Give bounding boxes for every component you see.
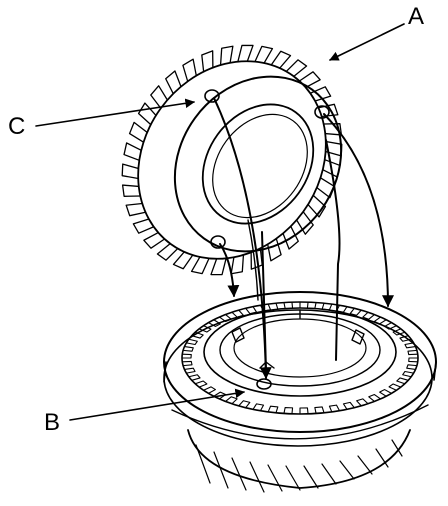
lower-inner-ring-3 — [233, 318, 367, 378]
gear-tooth — [150, 85, 169, 109]
ring-tooth — [299, 407, 309, 415]
ring-tooth — [188, 374, 201, 381]
ring-tooth — [283, 406, 294, 415]
lower-inner-ring-2 — [219, 313, 381, 387]
gear-tooth — [190, 256, 210, 275]
gear-tooth — [132, 218, 155, 234]
gear-tooth — [250, 247, 263, 270]
callout-b-label: B — [44, 409, 60, 436]
ring-tooth — [182, 346, 194, 352]
ring-tooth — [181, 353, 192, 359]
gear-tooth — [156, 243, 179, 261]
ring-tooth — [194, 380, 208, 388]
upper-cone-bore — [201, 103, 315, 225]
gear-tooth — [210, 257, 227, 276]
gear-tooth — [121, 163, 140, 180]
gear-tooth — [230, 254, 245, 275]
ring-tooth — [191, 331, 204, 339]
callout-c-label: C — [8, 113, 25, 140]
lug-bottom — [210, 235, 226, 249]
gear-tooth — [285, 59, 308, 77]
ring-tooth — [392, 328, 406, 336]
gear-tooth — [295, 211, 314, 235]
gear-tooth — [307, 194, 327, 218]
gear-tooth — [237, 44, 254, 63]
ring-tooth — [252, 403, 265, 412]
gear-tooth — [254, 45, 274, 64]
arrow-bottom-lug — [219, 243, 240, 298]
ring-tooth — [198, 325, 212, 333]
ring-tooth — [207, 319, 221, 327]
ring-tooth — [291, 301, 301, 309]
callout-c: C — [8, 98, 195, 140]
lug-c — [204, 89, 220, 103]
gear-tooth — [219, 45, 234, 66]
upper-gear-root-circle — [137, 60, 327, 260]
ring-tooth — [356, 398, 369, 407]
lower-inner-ring-1 — [203, 307, 397, 397]
lower-helical-teeth — [187, 429, 411, 493]
gear-tooth — [165, 70, 182, 95]
ring-tooth — [399, 335, 412, 342]
ring-tooth — [213, 391, 227, 400]
lower-ring-groove — [171, 404, 429, 440]
lug-right — [314, 105, 330, 119]
ring-tooth — [185, 338, 198, 346]
upper-gear-teeth — [121, 44, 343, 276]
callout-a-label: A — [408, 3, 424, 30]
gear-tooth — [123, 142, 142, 161]
ring-tooth — [349, 307, 362, 316]
ring-tooth — [328, 404, 341, 413]
callout-a: A — [329, 3, 424, 61]
alignment-arrows — [213, 97, 394, 380]
arrow-c-to-b — [213, 97, 272, 380]
gear-tooth — [298, 71, 321, 89]
gear-tooth — [201, 50, 214, 73]
gear-tooth — [172, 251, 194, 270]
ring-tooth — [203, 386, 216, 394]
ring-tooth — [342, 401, 355, 410]
callout-b: B — [44, 388, 245, 436]
gear-tooth — [182, 58, 197, 83]
gear-tooth — [143, 231, 166, 249]
upper-helical-gear — [121, 44, 343, 276]
ring-tooth — [408, 357, 419, 363]
ring-tooth — [314, 406, 325, 415]
gear-tooth — [267, 237, 282, 262]
upper-cone-outer — [173, 75, 343, 253]
ring-tooth — [388, 383, 402, 391]
gear-tooth — [317, 103, 339, 118]
ring-tooth — [384, 322, 397, 330]
ring-tooth — [181, 360, 193, 367]
ring-tooth — [238, 400, 251, 409]
ring-tooth — [406, 364, 418, 370]
upper-cone-bore-inner — [212, 113, 308, 219]
ring-tooth — [407, 349, 419, 356]
lower-gear-assembly — [163, 291, 437, 493]
gear-tooth — [121, 184, 141, 197]
ring-tooth — [267, 405, 279, 414]
ring-tooth — [362, 311, 376, 320]
ring-tooth — [183, 367, 196, 374]
ring-tooth — [224, 396, 238, 405]
ring-tooth — [402, 370, 415, 378]
gear-tooth — [270, 50, 292, 69]
arrow-right-lug — [323, 113, 394, 308]
gear-tooth — [128, 121, 148, 143]
ring-tooth — [368, 393, 382, 402]
ring-tooth — [218, 314, 232, 323]
ring-tooth — [396, 377, 409, 385]
gear-tooth — [125, 202, 147, 217]
lower-ring-teeth — [181, 301, 419, 415]
ring-tooth — [379, 389, 393, 397]
ring-tooth — [231, 309, 244, 318]
ring-tooth — [404, 342, 417, 349]
ring-tooth — [373, 316, 387, 325]
